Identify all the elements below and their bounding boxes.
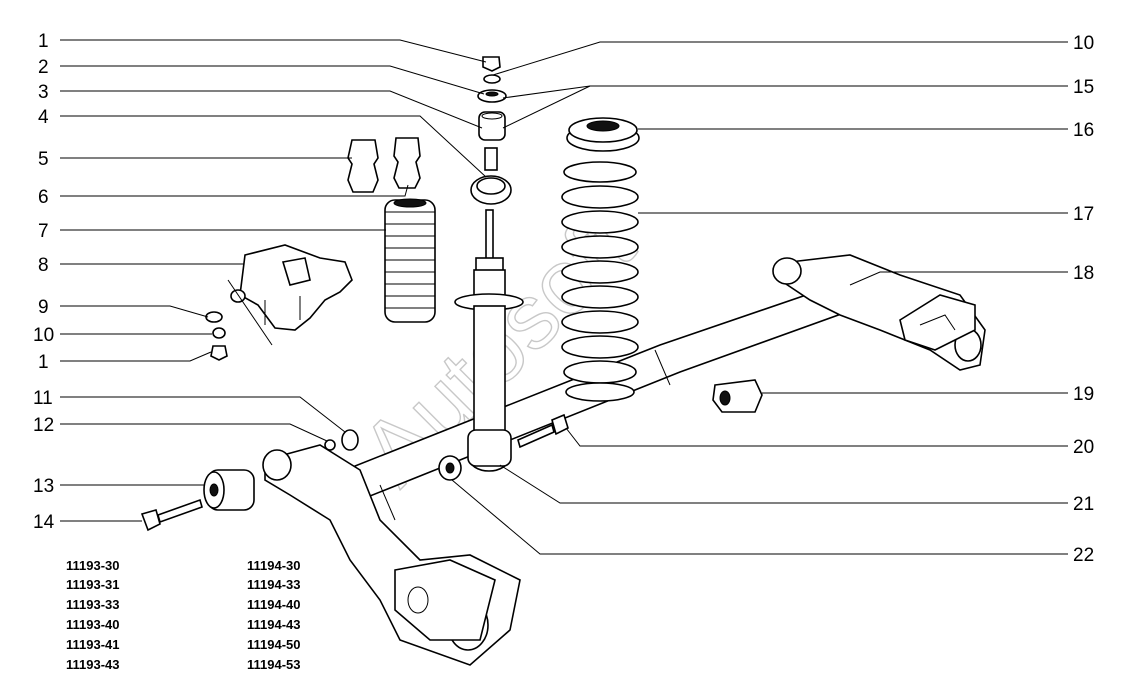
callout-right: 16: [1073, 120, 1094, 141]
bolt-14-part: [140, 498, 203, 532]
callout-left: 1: [38, 31, 49, 52]
bushing-22-part: [438, 455, 462, 481]
callout-right: 18: [1073, 263, 1094, 284]
bracket-hardware-parts: [205, 279, 273, 361]
shock-top-parts: [470, 56, 512, 205]
spring-seat-part: [566, 117, 640, 152]
model-code: 11194-43: [247, 617, 301, 632]
protective-boot-part: [384, 198, 436, 323]
bushing-11-part: [324, 429, 359, 451]
model-code: 11193-30: [66, 558, 120, 573]
callout-left: 1: [38, 352, 49, 373]
coil-spring-part: [561, 161, 639, 402]
callout-left: 8: [38, 255, 49, 276]
callout-left: 11: [33, 388, 53, 409]
callout-right: 19: [1073, 384, 1094, 405]
model-code: 11194-50: [247, 637, 301, 652]
callout-left: 12: [33, 415, 54, 436]
model-code: 11194-53: [247, 657, 301, 672]
callout-right: 21: [1073, 494, 1094, 515]
callout-right: 15: [1073, 77, 1094, 98]
callout-left: 2: [38, 57, 49, 78]
parts: [140, 56, 986, 666]
shock-absorber-part: [454, 209, 524, 472]
callouts-right: 10 15 16 17 18 19 20 21 22: [1073, 33, 1094, 566]
callout-right: 20: [1073, 437, 1094, 458]
model-list-1: 11193-30 11193-31 11193-33 11193-40 1119…: [66, 558, 120, 672]
model-code: 11193-40: [66, 617, 120, 632]
model-code: 11194-33: [247, 577, 301, 592]
callout-right: 22: [1073, 545, 1094, 566]
model-code: 11194-30: [247, 558, 301, 573]
bolt-20-part: [517, 413, 569, 449]
callout-right: 17: [1073, 204, 1094, 225]
mounting-bracket-part: [230, 244, 353, 331]
callout-left: 14: [33, 512, 55, 533]
callout-left: 6: [38, 187, 49, 208]
model-list-2: 11194-30 11194-33 11194-40 11194-43 1119…: [247, 558, 301, 672]
model-code: 11193-41: [66, 637, 120, 652]
callout-left: 10: [33, 325, 54, 346]
callouts-left: 1 2 3 4 5 6 7 8 9 10 1 11 12 13 14: [33, 31, 55, 533]
model-code: 11194-40: [247, 597, 301, 612]
callout-right: 10: [1073, 33, 1094, 54]
model-code: 11193-43: [66, 657, 120, 672]
callout-left: 5: [38, 149, 49, 170]
model-code: 11193-33: [66, 597, 120, 612]
callout-left: 9: [38, 297, 49, 318]
callout-left: 7: [38, 221, 49, 242]
callout-left: 13: [33, 476, 54, 497]
leader-lines: [60, 39, 1068, 555]
silentblock-13-part: [203, 469, 255, 511]
callout-left: 3: [38, 82, 49, 103]
model-code: 11193-31: [66, 577, 120, 592]
bushing-19-part: [712, 379, 763, 413]
callout-left: 4: [38, 107, 49, 128]
bump-stop-parts: [347, 137, 421, 193]
